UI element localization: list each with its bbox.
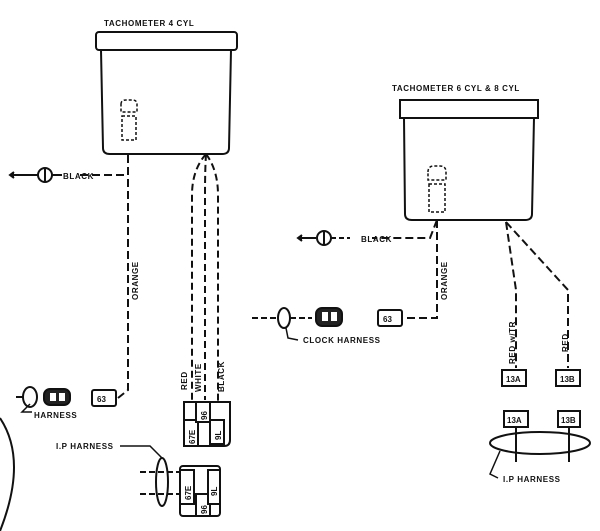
tach68-ground-wire bbox=[372, 219, 438, 239]
tach68-ip-pin-13a: 13A bbox=[507, 416, 522, 425]
tach4-ground-terminal-icon bbox=[37, 167, 62, 183]
tach68-pin-13a: 13A bbox=[506, 375, 521, 384]
tach68-pin-13b: 13B bbox=[560, 375, 575, 384]
tach4-terminal-block bbox=[183, 401, 231, 447]
tach4-harness-leader bbox=[20, 403, 32, 413]
tach4-pin-96: 96 bbox=[200, 411, 209, 420]
tach68-connector-63 bbox=[377, 309, 403, 327]
clock-harness-label: CLOCK HARNESS bbox=[303, 336, 381, 345]
tach68-ground-label: BLACK bbox=[361, 235, 392, 244]
tach4-black-label: BLACK bbox=[217, 361, 226, 392]
tach68-ip-harness-label: I.P HARNESS bbox=[503, 475, 561, 484]
tach68-red-wires bbox=[505, 221, 569, 368]
tach68-ip-harness-leader bbox=[489, 450, 501, 479]
tach4-ip-harness-label: I.P HARNESS bbox=[56, 442, 114, 451]
tach4-ip-harness-block bbox=[140, 457, 221, 517]
tach4-title: TACHOMETER 4 CYL bbox=[104, 19, 194, 28]
tach4-ip-harness-leader bbox=[120, 445, 163, 459]
tach68-connector-63-label: 63 bbox=[383, 315, 392, 324]
tach4-ground-label: BLACK bbox=[63, 172, 94, 181]
tach4-harness-connector bbox=[16, 386, 71, 408]
tach68-orange-label: ORANGE bbox=[440, 261, 449, 300]
tach4-ip-pin-96: 96 bbox=[200, 505, 209, 514]
tach68-ip-harness bbox=[489, 410, 591, 462]
tach68-pin-13b-box bbox=[555, 369, 581, 387]
left-edge-arc bbox=[0, 417, 15, 531]
tach68-gauge-body bbox=[399, 99, 539, 221]
tach68-red-label: RED bbox=[561, 333, 570, 352]
tach4-ip-pin-9l: 9L bbox=[210, 487, 219, 496]
tach4-harness-label: HARNESS bbox=[34, 411, 77, 420]
clock-harness-connector bbox=[252, 307, 343, 329]
tach4-connector-63-label: 63 bbox=[97, 395, 106, 404]
tach4-orange-wire bbox=[117, 155, 129, 399]
tach4-white-label: WHITE bbox=[194, 363, 203, 392]
tach4-ip-pin-67e: 67E bbox=[184, 485, 193, 500]
tach4-wire-bundle bbox=[191, 153, 219, 410]
tach4-orange-label: ORANGE bbox=[131, 261, 140, 300]
tach68-title: TACHOMETER 6 CYL & 8 CYL bbox=[392, 84, 520, 93]
tach68-red-tr-label: RED w/TR bbox=[508, 321, 517, 364]
tach4-connector-63 bbox=[91, 389, 117, 407]
tach4-red-label: RED bbox=[180, 371, 189, 390]
tach4-gauge-body bbox=[95, 31, 238, 155]
tach4-pin-67e: 67E bbox=[188, 429, 197, 444]
tach68-ip-pin-13b: 13B bbox=[561, 416, 576, 425]
tach68-orange-wire bbox=[404, 220, 438, 319]
clock-harness-leader bbox=[285, 327, 299, 341]
tach4-pin-9l: 9L bbox=[214, 431, 223, 440]
tach68-pin-13a-box bbox=[501, 369, 527, 387]
tach68-ground-terminal-icon bbox=[296, 230, 350, 246]
